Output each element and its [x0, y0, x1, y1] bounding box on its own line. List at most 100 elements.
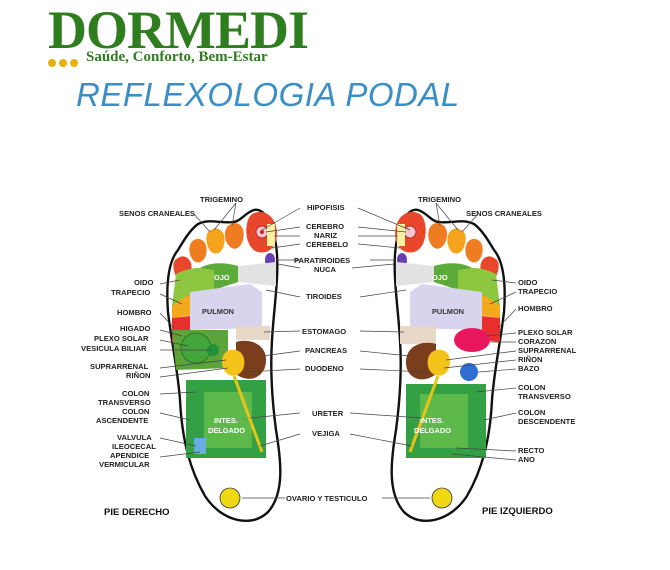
- left-pancreas-zone: [406, 342, 436, 380]
- left-toe-2: [428, 222, 448, 249]
- label-vesicula-biliar: VESICULA BILIAR: [81, 344, 147, 353]
- right-ojo-zone: [200, 263, 238, 290]
- label-tiroides: TIROIDES: [306, 292, 342, 301]
- label-recto: RECTO: [518, 446, 545, 455]
- left-foot: [390, 208, 506, 522]
- right-pancreas-zone: [236, 340, 266, 379]
- left-ojo-zone: [434, 263, 472, 290]
- label-trigemino-right: TRIGEMINO: [200, 195, 243, 204]
- left-toe-3: [447, 228, 466, 254]
- left-estomago-zone: [400, 326, 436, 344]
- label-suprarrenal-left: SUPRARRENAL: [518, 346, 577, 355]
- label-vermicular: VERMICULAR: [99, 460, 150, 469]
- left-toe-4: [465, 238, 483, 263]
- page-title: REFLEXOLOGIA PODAL: [76, 76, 460, 113]
- label-colon-descendente-2: DESCENDENTE: [518, 417, 575, 426]
- label-hipofisis: HIPOFISIS: [307, 203, 345, 212]
- label-ureter: URETER: [312, 409, 344, 418]
- left-oido-zone: [458, 267, 500, 306]
- center-labels: HIPOFISIS CEREBRO NARIZ CEREBELO PARATIR…: [286, 203, 368, 503]
- left-ovario-zone: [431, 487, 453, 509]
- label-plexo-solar-right: PLEXO SOLAR: [94, 334, 149, 343]
- label-rinon-left: RIÑON: [518, 355, 542, 364]
- label-plexo-solar-left: PLEXO SOLAR: [518, 328, 573, 337]
- label-hombro-right: HOMBRO: [117, 308, 152, 317]
- label-senos-craneales-right: SENOS CRANEALES: [119, 209, 195, 218]
- right-rinon-zone: [222, 349, 245, 376]
- label-bazo: BAZO: [518, 364, 540, 373]
- label-colon-transverso-right-1: COLON: [122, 389, 149, 398]
- right-plexo-solar-zone: [180, 332, 212, 364]
- label-valvula: VALVULA: [117, 433, 152, 442]
- label-pancreas: PANCREAS: [305, 346, 347, 355]
- label-cerebelo: CEREBELO: [306, 240, 348, 249]
- brand-logo: DORMEDI Saúde, Conforto, Bem-Estar: [48, 2, 348, 72]
- label-colon-ascendente-1: COLON: [122, 407, 149, 416]
- label-oido-left: OIDO: [518, 278, 538, 287]
- right-nariz-zone: [267, 224, 275, 246]
- label-ileocecal: ILEOCECAL: [112, 442, 156, 451]
- leader-lines: [159, 202, 517, 499]
- label-colon-transverso-right-2: TRANSVERSO: [98, 398, 151, 407]
- label-colon-descendente-1: COLON: [518, 408, 545, 417]
- left-nariz-zone: [397, 224, 405, 246]
- right-delgado-label: DELGADO: [208, 426, 245, 435]
- label-estomago: ESTOMAGO: [302, 327, 346, 336]
- label-senos-craneales-left: SENOS CRANEALES: [466, 209, 542, 218]
- label-oido-right: OIDO: [134, 278, 154, 287]
- left-delgado-label: DELGADO: [414, 426, 451, 435]
- right-ureter-line: [232, 375, 264, 453]
- label-colon-transverso-left-1: COLON: [518, 383, 545, 392]
- left-ureter-line: [408, 375, 440, 453]
- label-vejiga: VEJIGA: [312, 429, 340, 438]
- right-intes-label: INTES.: [214, 416, 238, 425]
- right-toe-2: [224, 222, 244, 249]
- label-higado: HIGADO: [120, 324, 150, 333]
- label-duodeno: DUODENO: [305, 364, 344, 373]
- label-colon-transverso-left-2: TRANSVERSO: [518, 392, 571, 401]
- label-nariz: NARIZ: [314, 231, 338, 240]
- label-ano: ANO: [518, 455, 535, 464]
- brand-name: DORMEDI: [48, 0, 309, 60]
- right-valvula-zone: [194, 438, 206, 454]
- left-intes-label: INTES.: [420, 416, 444, 425]
- left-ojo-label: OJO: [432, 273, 448, 282]
- left-pulmon-zone: [410, 284, 482, 330]
- left-pulmon-label: PULMON: [432, 307, 464, 316]
- right-foot-title: PIE DERECHO: [104, 507, 169, 518]
- right-ojo-label: OJO: [214, 273, 230, 282]
- left-foot-title: PIE IZQUIERDO: [482, 506, 553, 517]
- right-ovario-zone: [219, 487, 241, 509]
- label-trapecio-left: TRAPECIO: [518, 287, 557, 296]
- label-trapecio-right: TRAPECIO: [111, 288, 150, 297]
- right-toe-3: [206, 228, 225, 254]
- left-tiroides-zone: [396, 262, 434, 286]
- left-corazon-zone: [454, 328, 490, 352]
- right-toe-4: [189, 238, 207, 263]
- label-hombro-left: HOMBRO: [518, 304, 553, 313]
- label-corazon: CORAZON: [518, 337, 556, 346]
- left-bazo-zone: [460, 363, 478, 381]
- right-hipofisis-dot: [260, 230, 264, 234]
- label-apendice: APENDICE: [110, 451, 149, 460]
- label-ovario-testiculo: OVARIO Y TESTICULO: [286, 494, 368, 503]
- right-pulmon-label: PULMON: [202, 307, 234, 316]
- left-foot-labels: TRIGEMINO SENOS CRANEALES OIDO TRAPECIO …: [418, 195, 577, 464]
- brand-dots-icon: [48, 54, 81, 72]
- label-nuca: NUCA: [314, 265, 336, 274]
- brand-tagline: Saúde, Conforto, Bem-Estar: [86, 49, 268, 65]
- right-vesicula-zone: [207, 344, 219, 356]
- label-suprarrenal-right: SUPRARRENAL: [90, 362, 149, 371]
- right-tiroides-zone: [238, 262, 276, 286]
- right-oido-zone: [172, 267, 214, 306]
- right-foot-labels: TRIGEMINO SENOS CRANEALES OIDO TRAPECIO …: [81, 195, 243, 469]
- label-paratiroides: PARATIROIDES: [294, 256, 350, 265]
- right-estomago-zone: [236, 326, 270, 340]
- left-rinon-zone: [427, 349, 450, 376]
- label-rinon-right: RIÑON: [126, 371, 150, 380]
- label-cerebro: CEREBRO: [306, 222, 344, 231]
- right-pulmon-zone: [190, 284, 262, 330]
- label-colon-ascendente-2: ASCENDENTE: [96, 416, 148, 425]
- label-trigemino-left: TRIGEMINO: [418, 195, 461, 204]
